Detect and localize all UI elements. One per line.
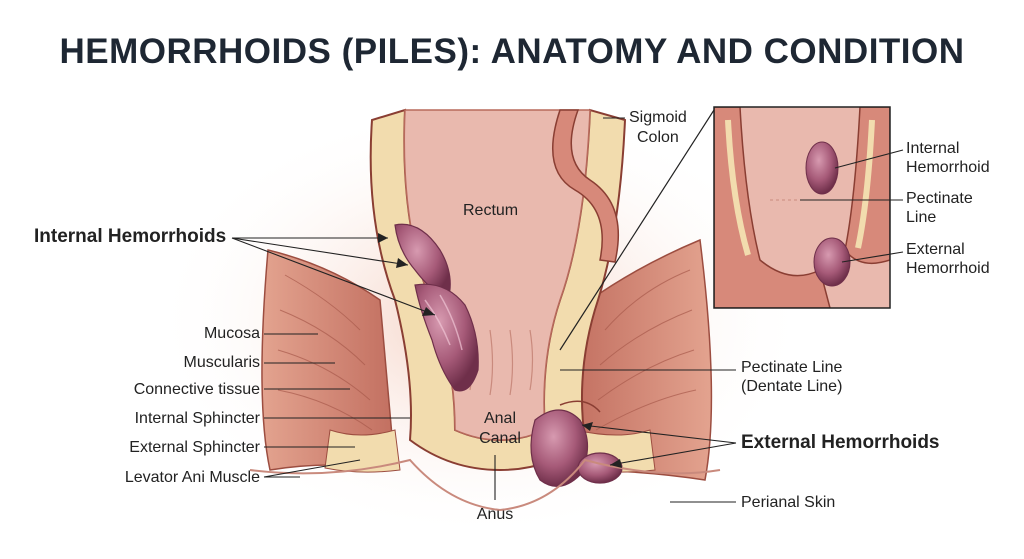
label-internal-hemorrhoids: Internal Hemorrhoids xyxy=(34,226,227,247)
label-external-hemorrhoids: External Hemorrhoids xyxy=(741,432,940,453)
perianal-skin-surface xyxy=(249,458,721,512)
label-rectum: Rectum xyxy=(463,202,519,219)
diagram-title: HEMORRHOIDS (PILES): ANATOMY AND CONDITI… xyxy=(59,32,965,71)
internal-hemorrhoid-cluster xyxy=(394,223,479,392)
left-muscle-wall xyxy=(261,249,401,473)
label-muscularis: Muscularis xyxy=(183,354,260,371)
label-sigmoid-colon-1: Sigmoid xyxy=(629,109,687,126)
label-mucosa: Mucosa xyxy=(203,325,260,342)
label-anus: Anus xyxy=(476,506,514,523)
label-perianal-skin: Perianal Skin xyxy=(741,494,836,511)
inset-label-internal-hemorrhoid-2: Hemorrhoid xyxy=(906,159,990,176)
label-anal-canal-1: Anal xyxy=(483,410,517,427)
label-internal-sphincter: Internal Sphincter xyxy=(134,410,260,427)
inset-label-internal-hemorrhoid-1: Internal xyxy=(906,140,960,157)
arrowheads xyxy=(378,233,622,468)
label-connective-tissue: Connective tissue xyxy=(133,381,260,398)
inset-label-pectinate-line-1: Pectinate xyxy=(906,190,973,207)
inset-label-external-hemorrhoid-2: Hemorrhoid xyxy=(906,260,990,277)
label-sigmoid-colon-2: Colon xyxy=(637,129,679,146)
label-pectinate-line-2: (Dentate Line) xyxy=(741,378,843,395)
leader-lines xyxy=(231,117,904,503)
sigmoid-colon xyxy=(552,109,619,263)
inset-detail xyxy=(714,107,890,308)
label-external-sphincter: External Sphincter xyxy=(129,439,260,456)
inset-frame xyxy=(713,106,891,309)
inset-connector xyxy=(559,109,715,351)
inset-label-pectinate-line-2: Line xyxy=(906,209,937,226)
label-levator-ani: Levator Ani Muscle xyxy=(124,469,260,486)
label-anal-canal-2: Canal xyxy=(479,430,521,447)
label-pectinate-line-1: Pectinate Line xyxy=(741,359,843,376)
external-hemorrhoid-cluster xyxy=(530,400,623,487)
inset-label-external-hemorrhoid-1: External xyxy=(906,241,965,258)
